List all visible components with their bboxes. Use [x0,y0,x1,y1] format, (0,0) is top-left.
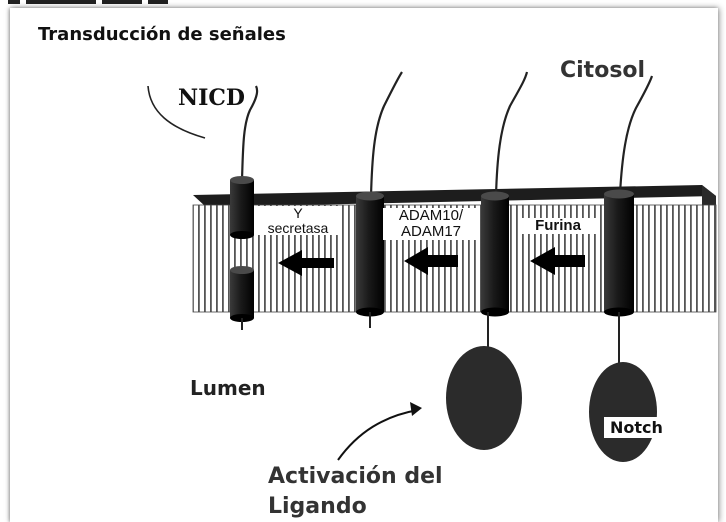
cylinder-nicd-lower [230,266,254,330]
notch-domain [589,362,657,462]
diagram-title: Transducción de señales [38,24,286,45]
adam17-text: ADAM17 [400,222,462,240]
cylinder-nicd-upper [230,176,254,239]
furina-label: Furina [520,218,596,234]
ligand-domain [446,346,522,450]
receptor-tail-3 [494,71,529,197]
activation-label-line1: Activación del [268,464,443,489]
membrane [192,185,717,313]
cropped-heading-fragment [8,0,198,8]
nicd-curve [147,85,206,139]
cylinder-adam [356,191,384,328]
receptor-tail-1 [240,85,259,181]
cylinder-notch [604,189,634,364]
gamma-secretase-label: Y secretasa [258,205,338,236]
adam10-text: ADAM10/ [398,207,464,224]
activation-arrowhead [410,402,422,416]
arrow-adam [404,247,458,275]
activation-label-line2: Ligando [268,494,367,519]
lumen-label: Lumen [190,376,266,400]
nicd-label: NICD [178,85,245,111]
receptor-tail-2 [369,71,403,197]
arrow-gamma [278,250,334,276]
citosol-label: Citosol [560,58,646,83]
cylinder-furina [481,191,509,348]
activation-arrow [337,409,419,461]
adam-label: ADAM10/ ADAM17 [383,208,479,240]
receptor-tail-4 [618,75,654,195]
notch-label: Notch [604,417,669,438]
arrow-furina [530,247,585,275]
gamma-word: secretasa [267,219,329,236]
gamma-symbol: Y [293,205,303,221]
